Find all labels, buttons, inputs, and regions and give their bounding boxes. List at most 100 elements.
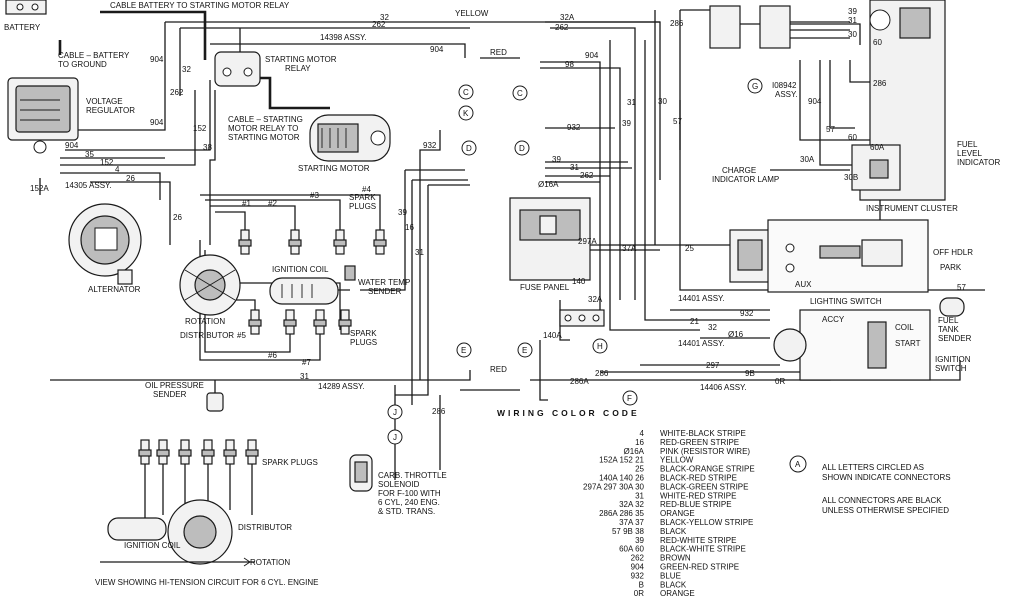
spark-plugs-lower-label-2: PLUGS	[350, 338, 377, 347]
wire-label-31-left: 31	[415, 248, 424, 257]
wire-904-left	[65, 80, 211, 151]
fuel-tank-label-1: FUEL	[938, 316, 959, 325]
spark-plugs-label-2: PLUGS	[349, 202, 376, 211]
fuel-level-label-3: INDICATOR	[957, 158, 1000, 167]
legend-codes: 152A 152 21	[599, 456, 644, 465]
wire-label-9b: 9B	[745, 369, 755, 378]
connector-a-note: A	[789, 455, 807, 473]
alternator	[68, 203, 142, 285]
fuel-tank-sender	[939, 297, 965, 317]
connector-d-right: D	[514, 140, 530, 156]
svg-text:A: A	[795, 460, 801, 469]
legend-codes: 32A 32	[619, 500, 644, 509]
starting-motor-relay-label-2: RELAY	[285, 64, 311, 73]
legend-color: BLACK-GREEN STRIPE	[660, 482, 748, 491]
legend-codes: 140A 140 26	[599, 474, 644, 483]
wire-plug-8	[225, 282, 341, 330]
charge-lamp-label-1: CHARGE	[722, 166, 756, 175]
wire-32a-right	[545, 21, 661, 180]
rotation-label: ROTATION	[185, 317, 225, 326]
carb-label-5: & STD. TRANS.	[378, 507, 435, 516]
cable-relay-motor-label-2: MOTOR RELAY TO	[228, 124, 298, 133]
hi-tension-caption: VIEW SHOWING HI-TENSION CIRCUIT FOR 6 CY…	[95, 578, 318, 587]
legend-codes: 286A 286 35	[599, 509, 644, 518]
notes: ALL LETTERS CIRCLED AS SHOWN INDICATE CO…	[822, 463, 951, 515]
legend-color: BROWN	[660, 554, 691, 563]
wire-label-0r: 0R	[775, 377, 785, 386]
wire-label-39-cluster: 39	[848, 7, 857, 16]
wire-label-140: 140	[572, 277, 586, 286]
legend-color: BLACK-RED STRIPE	[660, 474, 737, 483]
legend-color: RED-GREEN STRIPE	[660, 438, 739, 447]
cluster-connectors	[709, 5, 791, 49]
connector-e-right: E	[517, 342, 533, 358]
assy-14398-label: 14398 ASSY.	[320, 33, 367, 42]
svg-text:D: D	[466, 144, 472, 153]
wire-label-57-cluster: 57	[826, 125, 835, 134]
wire-152	[60, 90, 196, 166]
lighting-switch-label: LIGHTING SWITCH	[810, 297, 882, 306]
legend-color: YELLOW	[660, 456, 694, 465]
connector-circles: C K D E J J F H G E C D A	[387, 78, 807, 473]
battery	[5, 0, 47, 15]
oil-pressure-sender	[206, 392, 224, 412]
carb-label-4: 6 CYL, 240 ENG.	[378, 498, 440, 507]
distributor-label: DISTRIBUTOR	[180, 331, 234, 340]
legend-codes: 0R	[634, 589, 644, 598]
wire-label-286-top: 286	[670, 19, 684, 28]
wire-label-38: 38	[203, 143, 212, 152]
fuel-level-label-1: FUEL	[957, 140, 978, 149]
wire-label-60: 60	[873, 38, 882, 47]
legend-color: WHITE-RED STRIPE	[660, 491, 736, 500]
rotation-hi-label: ROTATION	[250, 558, 290, 567]
yellow-label: YELLOW	[455, 9, 489, 18]
carb-label-1: CARB. THROTTLE	[378, 471, 447, 480]
wire-39-left	[360, 170, 406, 291]
wire-label-932-right: 932	[567, 123, 581, 132]
water-temp-label-2: SENDER	[368, 287, 402, 296]
svg-text:J: J	[393, 433, 397, 442]
fuel-tank-label-2: TANK	[938, 325, 959, 334]
starting-motor	[309, 114, 391, 162]
cable-battery-relay-label: CABLE BATTERY TO STARTING MOTOR RELAY	[110, 1, 290, 10]
voltage-regulator-label-2: REGULATOR	[86, 106, 135, 115]
assy-108942-label-2: ASSY.	[775, 90, 798, 99]
legend-codes: 57 9B 38	[612, 527, 645, 536]
wire-label-57: 57	[673, 117, 682, 126]
wire-label-plug-4: #4	[362, 185, 371, 194]
wire-label-98: 98	[565, 60, 574, 69]
connector-c-left: C	[458, 84, 474, 100]
wire-932-left	[419, 130, 441, 380]
wire-label-39-right: 39	[552, 155, 561, 164]
wire-label-57-fuel: 57	[957, 283, 966, 292]
legend-codes: 16	[635, 438, 644, 447]
assy-108942-label-1: I08942	[772, 81, 797, 90]
red-bottom-label: RED	[490, 365, 507, 374]
wire-label-262: 262	[372, 20, 386, 29]
lighting-switch	[767, 219, 929, 293]
svg-text:E: E	[461, 346, 466, 355]
spark-plugs-label-1: SPARK	[349, 193, 376, 202]
legend-codes: 37A 37	[619, 518, 644, 527]
wire-98-right	[540, 67, 621, 300]
legend-codes: 297A 297 30A 30	[583, 482, 645, 491]
wire-plug-2	[210, 205, 296, 230]
legend-color: WHITE-BLACK STRIPE	[660, 429, 746, 438]
legend-codes: Ø16A	[624, 447, 645, 456]
wire-label-16-left: 16	[405, 223, 414, 232]
wire-label-26: 26	[126, 174, 135, 183]
wire-label-32-left: 32	[182, 65, 191, 74]
connector-h: H	[592, 338, 608, 354]
wire-label-152: 152	[100, 158, 114, 167]
wire-57-cluster	[829, 60, 855, 129]
legend-color: BLACK	[660, 580, 687, 589]
wire-label-932-switch: 932	[740, 309, 754, 318]
wire-label-plug-7: #7	[302, 358, 311, 367]
assy-14401-a-label: 14401 ASSY.	[678, 294, 725, 303]
svg-text:C: C	[463, 88, 469, 97]
wire-label-30-run: 30	[658, 97, 667, 106]
wire-label-60a: 60A	[870, 143, 885, 152]
start-label: START	[895, 339, 921, 348]
wire-label-262-right: 262	[555, 23, 569, 32]
